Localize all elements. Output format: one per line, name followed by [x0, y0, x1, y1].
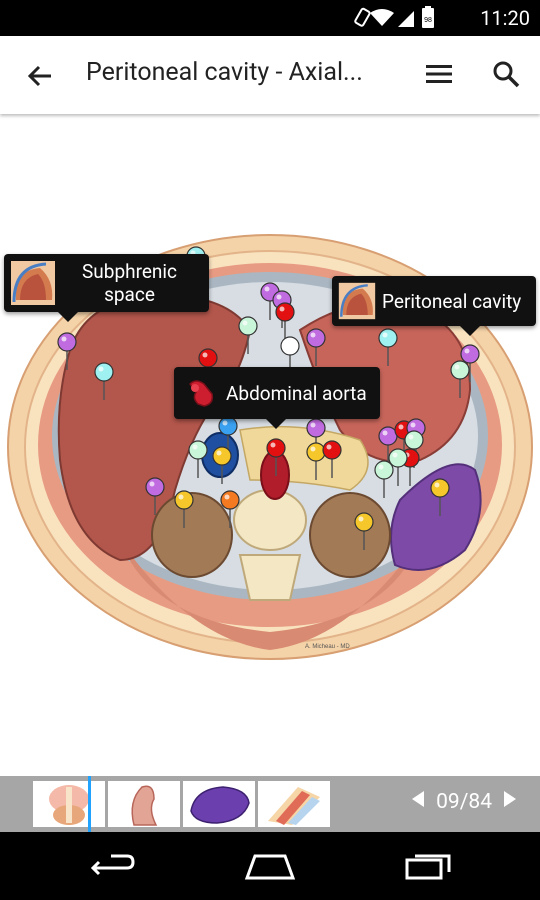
- nav-home-icon: [244, 854, 296, 880]
- back-button[interactable]: [20, 56, 60, 96]
- pin-marker[interactable]: [57, 332, 77, 370]
- callout-tail: [266, 419, 286, 429]
- nav-home-button[interactable]: [240, 848, 300, 884]
- pin-marker[interactable]: [322, 440, 342, 478]
- tissue-layers-thumbnail[interactable]: [258, 781, 330, 827]
- battery-icon: 98: [422, 6, 434, 28]
- callout-peritoneal-label: Peritoneal cavity: [382, 289, 522, 313]
- vertebral-body: [233, 489, 307, 551]
- pin-marker[interactable]: [378, 426, 398, 464]
- colon-thumbnail[interactable]: [108, 781, 180, 827]
- vertebral-arch: [238, 554, 302, 601]
- pin-marker[interactable]: [306, 418, 326, 456]
- thumbnail-selection-marker: [88, 776, 91, 832]
- status-bar: 98 11:20: [0, 0, 540, 36]
- pin-marker[interactable]: [378, 328, 398, 366]
- nav-back-icon: [90, 854, 135, 876]
- spleen-thumbnail[interactable]: [183, 781, 255, 827]
- pin-marker[interactable]: [306, 328, 326, 366]
- callout-aorta-label: Abdominal aorta: [226, 381, 367, 405]
- pin-marker[interactable]: [212, 446, 232, 484]
- pancreas: [239, 425, 369, 491]
- nav-recents-button[interactable]: [398, 848, 458, 884]
- battery-level: 98: [424, 17, 432, 24]
- callout-subphrenic-space[interactable]: Subphrenic space: [4, 254, 209, 322]
- page-title: Peritoneal cavity - Axial...: [86, 58, 363, 87]
- pin-marker[interactable]: [306, 442, 326, 480]
- status-icons: 98: [354, 6, 434, 28]
- pager: 09/84: [410, 790, 518, 814]
- callout-tail: [58, 312, 78, 322]
- system-navigation-bar: [0, 832, 540, 900]
- pin-marker[interactable]: [220, 490, 240, 528]
- wifi-icon: [370, 9, 394, 26]
- callout-peritoneal-cavity[interactable]: Peritoneal cavity: [332, 276, 536, 336]
- pin-marker[interactable]: [450, 360, 470, 398]
- search-button[interactable]: [486, 54, 526, 94]
- pin-markers: [57, 246, 480, 550]
- vibrate-icon: [354, 7, 371, 27]
- pin-marker[interactable]: [238, 316, 258, 354]
- thorax-abdomen-thumbnail-icon: [49, 785, 89, 825]
- pin-marker[interactable]: [354, 512, 374, 550]
- app-bar: Peritoneal cavity - Axial...: [0, 36, 540, 114]
- pin-marker[interactable]: [266, 438, 286, 476]
- next-page-button[interactable]: [502, 790, 518, 814]
- pin-marker[interactable]: [94, 362, 114, 400]
- left-kidney: [309, 492, 391, 578]
- pin-marker[interactable]: [275, 302, 295, 340]
- pin-marker[interactable]: [174, 490, 194, 528]
- pin-marker[interactable]: [145, 477, 165, 515]
- pin-marker[interactable]: [374, 460, 394, 498]
- thorax-abdomen-thumbnail[interactable]: [33, 781, 105, 827]
- search-icon: [493, 61, 520, 88]
- callout-tail: [460, 326, 480, 336]
- pin-marker[interactable]: [460, 344, 480, 382]
- menu-icon: [426, 65, 452, 83]
- abdominal-aorta: [260, 450, 290, 500]
- nav-recents-icon: [405, 854, 451, 880]
- nav-back-button[interactable]: [82, 848, 142, 884]
- previous-page-button[interactable]: [410, 790, 426, 814]
- spleen-thumbnail-icon: [190, 786, 250, 824]
- menu-button[interactable]: [419, 54, 459, 94]
- back-arrow-icon: [27, 65, 51, 87]
- next-arrow-icon: [504, 791, 516, 807]
- right-kidney: [151, 492, 233, 578]
- aorta-icon: [189, 380, 214, 407]
- pin-marker[interactable]: [404, 430, 424, 468]
- spleen: [390, 463, 482, 571]
- callout-subphrenic-label: Subphrenic space: [82, 260, 177, 306]
- illustration-signature: A. Micheau - MD: [305, 644, 350, 650]
- thumbnail-strip: 09/84: [0, 776, 540, 832]
- peritoneal-thumbnail-icon: [338, 282, 376, 320]
- pin-marker[interactable]: [430, 478, 450, 516]
- callout-abdominal-aorta[interactable]: Abdominal aorta: [174, 367, 380, 429]
- axial-anatomy-illustration[interactable]: A. Micheau - MD: [0, 114, 540, 776]
- page-position: 09/84: [436, 790, 492, 814]
- status-time: 11:20: [480, 6, 530, 30]
- pin-marker[interactable]: [388, 448, 408, 486]
- pin-marker[interactable]: [188, 440, 208, 478]
- colon-thumbnail-icon: [131, 785, 158, 826]
- cell-signal-icon: [398, 11, 414, 27]
- subphrenic-thumbnail-icon: [11, 261, 55, 305]
- illustration-viewer[interactable]: A. Micheau - MD Subphrenic space Periton…: [0, 114, 540, 776]
- previous-arrow-icon: [412, 791, 425, 807]
- tissue-layers-thumbnail-icon: [268, 787, 320, 825]
